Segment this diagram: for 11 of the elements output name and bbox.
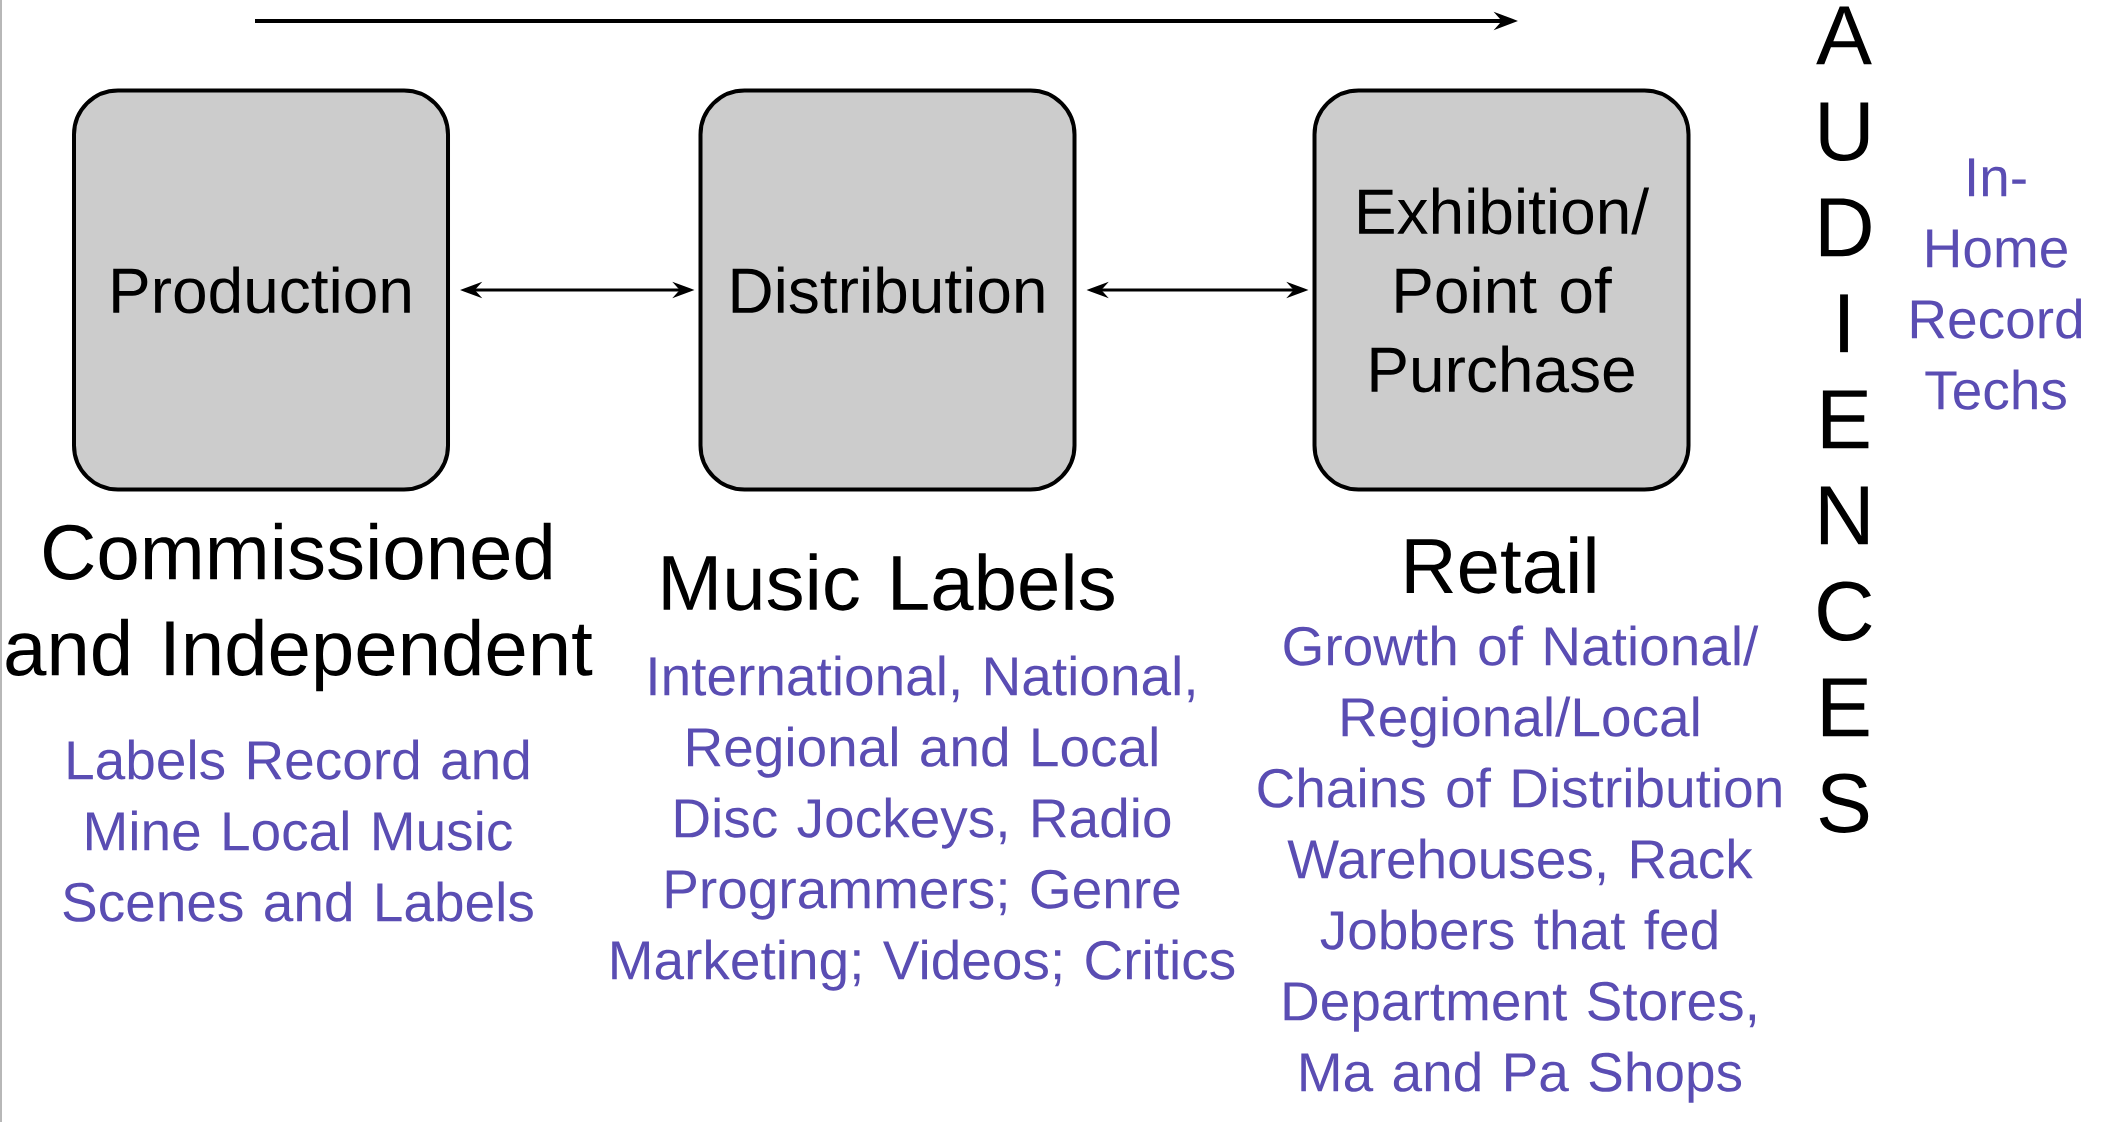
process-box: Exhibition/ Point of Purchase — [1312, 88, 1691, 492]
stage-heading: Retail — [1406, 536, 1595, 594]
process-box: Production — [72, 88, 450, 492]
description-text: International, National, Regional and Local Disc Jockeys, Radio Programmers; Genre Marketing; Videos; Critics — [612, 655, 1235, 991]
description-text: Growth of National/ Regional/Local Chains of Distribution Warehouses, Rack Jobbers that fed Department Stores, Ma and Pa Shops — [1258, 625, 1781, 1103]
description-text: Labels Record and Mine Local Music Scenes and Labels — [63, 739, 533, 922]
audience-note: In-Home Record Techs — [1911, 158, 2082, 410]
process-box: Distribution — [698, 88, 1077, 492]
stage-heading: Commissioned and Independent — [6, 522, 593, 692]
stage-heading: Music Labels — [663, 553, 1114, 611]
vertical-heading: A U D I E N C E S — [1816, 6, 1872, 833]
